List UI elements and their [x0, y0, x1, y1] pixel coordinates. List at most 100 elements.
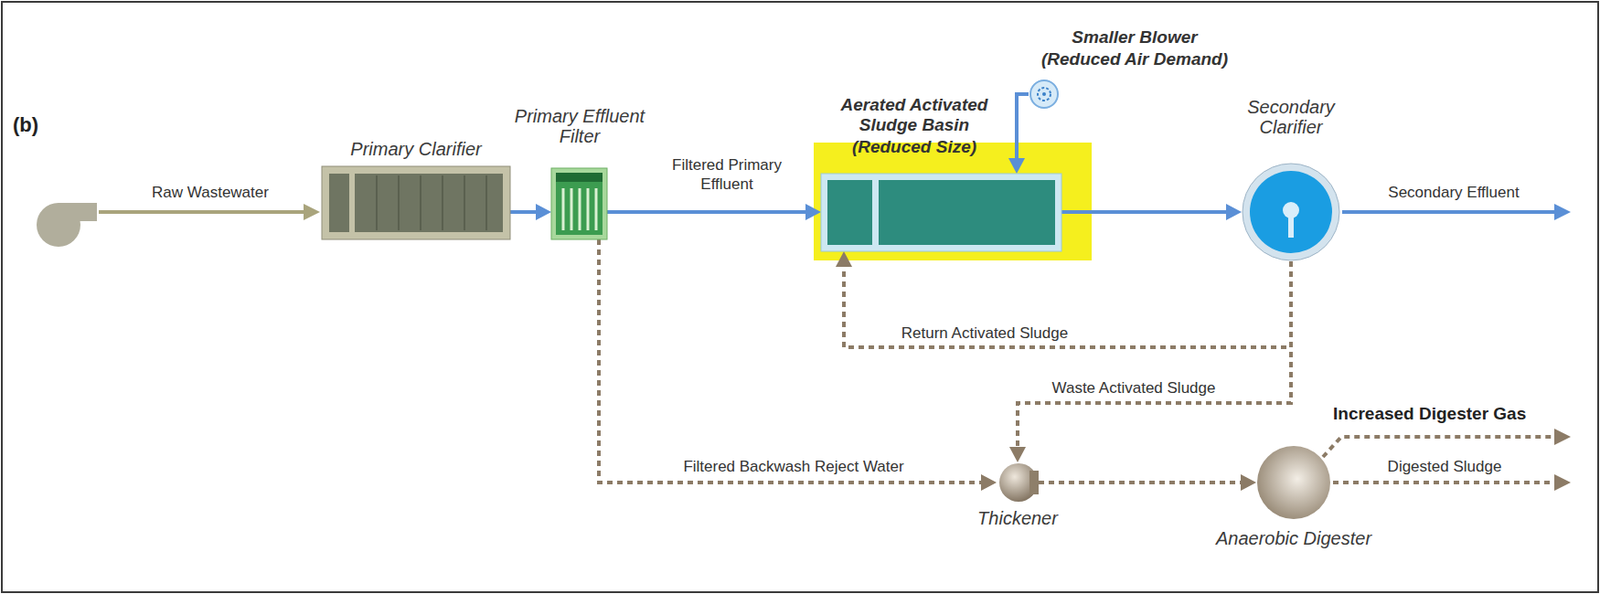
primary-clarifier: Primary Clarifier — [321, 166, 511, 240]
gas-line — [1322, 437, 1555, 458]
arrow-head — [1554, 428, 1571, 446]
highlight — [813, 142, 1092, 261]
connector-line — [598, 239, 983, 483]
connector-line — [843, 261, 1291, 348]
shape-part — [1242, 163, 1340, 261]
shape-part — [555, 172, 603, 235]
sludge-line — [1333, 480, 1555, 485]
shape-part — [595, 188, 598, 231]
node-label: Smaller Blower — [1028, 27, 1241, 48]
shape-part — [872, 180, 879, 246]
shape-part — [397, 175, 400, 231]
shape-part — [419, 175, 422, 231]
flow-line — [98, 210, 306, 214]
connector-line — [1061, 210, 1228, 214]
node-label: Primary Clarifier — [315, 138, 517, 160]
arrow-head — [835, 251, 853, 267]
arrow-head — [1554, 474, 1571, 491]
connector — [607, 203, 822, 221]
anaerobic-digester: Anaerobic Digester — [1256, 445, 1332, 521]
shape-part — [1042, 92, 1046, 96]
connector-label: Filtered Backwash Reject Water — [656, 457, 931, 477]
connector-label: Waste Activated Sludge — [1024, 378, 1244, 398]
shape-part — [1029, 470, 1039, 495]
shape-part — [441, 175, 444, 231]
shape-part — [329, 173, 503, 233]
arrow-head — [535, 203, 552, 221]
arrow-head — [303, 203, 320, 221]
connector — [1008, 94, 1029, 174]
connector-line — [1017, 261, 1291, 449]
secondary-clarifier: Secondary Clarifier — [1241, 162, 1341, 262]
connector-label: Filtered Primary Effluent — [664, 155, 790, 194]
shape-part — [827, 180, 1056, 246]
shape-part — [578, 188, 582, 231]
connector — [1038, 474, 1257, 491]
thickener-shape — [996, 462, 1039, 503]
effluent-filter: Primary Effluent Filter — [551, 168, 608, 240]
node-label: Thickener — [953, 508, 1082, 529]
shape-part — [551, 168, 608, 240]
shape-part — [586, 188, 590, 231]
connector-line — [607, 210, 808, 214]
aeration-basin-shape — [821, 173, 1062, 252]
shape-part — [570, 188, 574, 231]
connector — [1061, 203, 1242, 221]
arrow-head — [1008, 158, 1025, 174]
shape-part — [321, 166, 511, 240]
node-label: Primary Effluent Filter — [501, 106, 658, 147]
free-label: Secondary Effluent — [1362, 182, 1546, 203]
connector — [1009, 261, 1291, 463]
effluent-filter-shape — [551, 168, 608, 240]
shape-part — [1037, 87, 1051, 101]
shape-part — [463, 175, 466, 231]
connector-line — [510, 210, 538, 214]
node-label: Secondary Clarifier — [1226, 96, 1355, 138]
blower: Smaller Blower(Reduced Air Demand) — [1028, 25, 1241, 110]
shape-part — [821, 173, 1062, 252]
arrow-head — [1009, 447, 1026, 463]
arrow-head — [1226, 203, 1242, 221]
arrow-head — [1240, 474, 1257, 491]
arrow-head — [1554, 203, 1571, 221]
shape-part — [1282, 202, 1300, 219]
shape-part — [562, 188, 566, 231]
connector-line — [1016, 94, 1029, 160]
arrow-head — [981, 474, 997, 491]
shape-part — [555, 172, 603, 182]
free-label: Digested Sludge — [1362, 457, 1527, 478]
shape-part — [375, 175, 378, 231]
arrow-head — [805, 203, 822, 221]
shape-part — [1030, 80, 1058, 108]
free-label: Increased Digester Gas — [1333, 404, 1580, 425]
free-label: (b) — [12, 115, 59, 136]
shape-part — [1249, 170, 1333, 254]
free-label: Raw Wastewater — [128, 182, 293, 203]
shape-part — [1257, 446, 1331, 520]
node-label: (Reduced Size) — [822, 137, 1006, 158]
connector-label: Return Activated Sludge — [865, 323, 1104, 343]
connector — [835, 251, 1291, 348]
anaerobic-digester-shape — [1256, 445, 1332, 521]
pump-outlet — [58, 202, 97, 222]
node-label: Anaerobic Digester — [1193, 528, 1395, 549]
connector — [598, 239, 997, 491]
connector-line — [1038, 480, 1243, 485]
shape-part — [563, 188, 597, 231]
primary-clarifier-shape — [321, 166, 511, 240]
node-label: (Reduced Air Demand) — [1028, 49, 1241, 70]
flow-line — [1342, 210, 1555, 214]
secondary-clarifier-shape — [1241, 162, 1341, 262]
shape-part — [999, 463, 1038, 502]
node-label: Aerated Activated Sludge Basin — [822, 95, 1006, 136]
aeration-basin: Aerated Activated Sludge Basin(Reduced S… — [821, 173, 1062, 252]
shape-part — [485, 175, 488, 231]
connector — [510, 203, 552, 221]
shape-part — [349, 173, 355, 233]
thickener: Thickener — [996, 462, 1039, 503]
shape-part — [376, 175, 487, 231]
